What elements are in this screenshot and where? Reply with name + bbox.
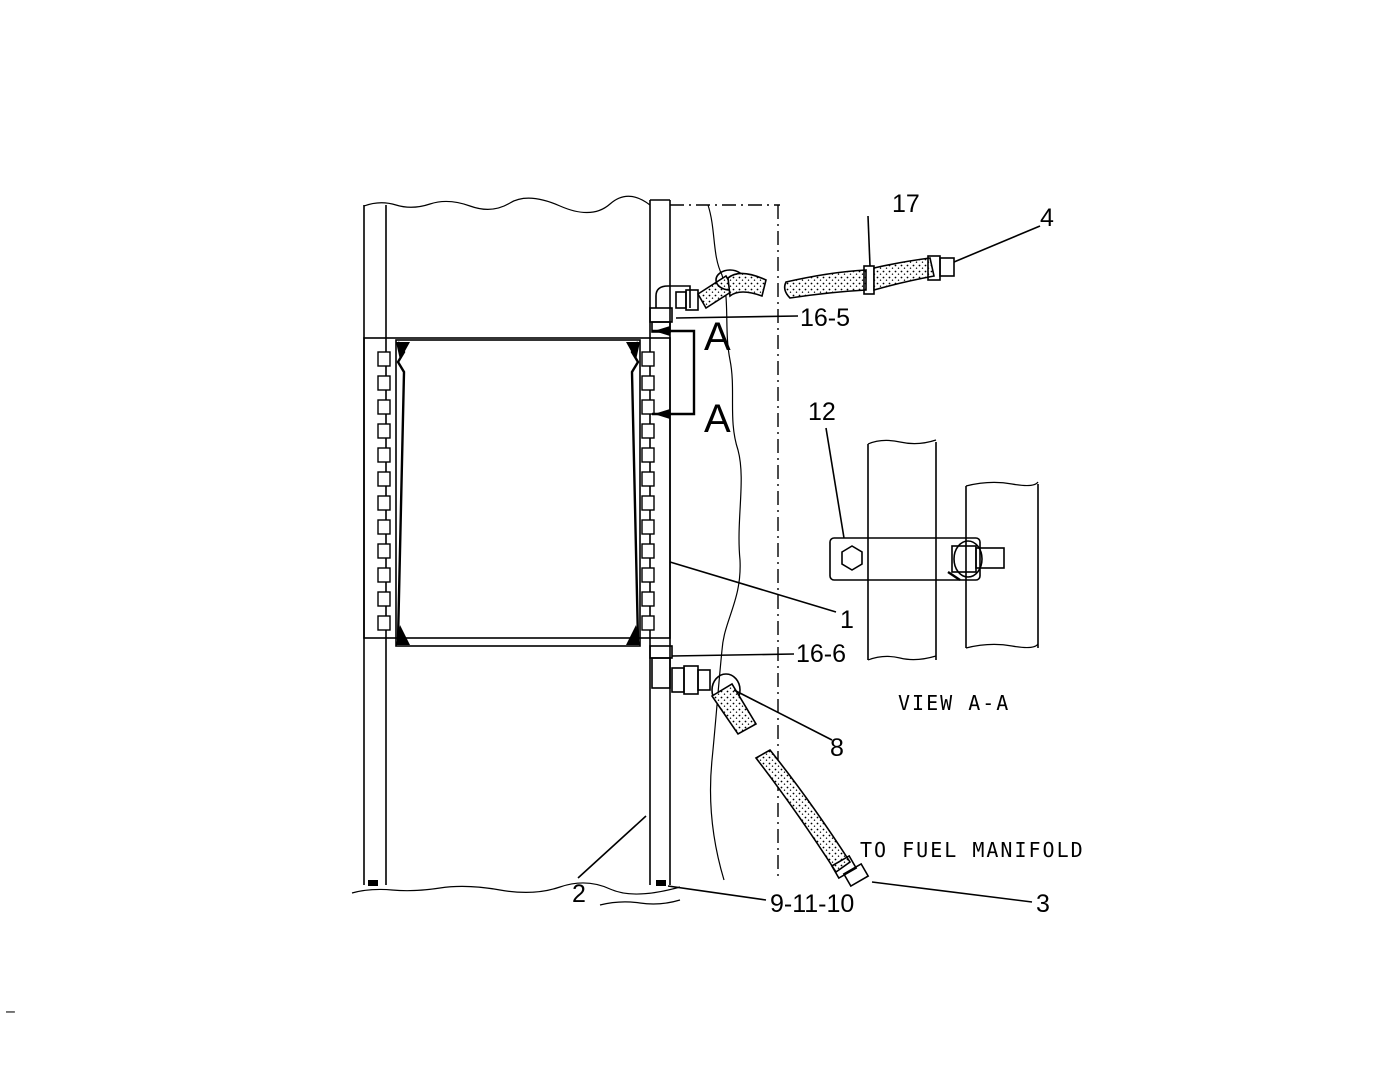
flange-bolt xyxy=(377,615,391,631)
lower-hose-assembly xyxy=(649,645,870,888)
flange-bolt xyxy=(377,351,391,367)
flange-bolt xyxy=(641,447,655,463)
corner-mark: – xyxy=(6,1003,15,1020)
fuel-manifold-note: TO FUEL MANIFOLD xyxy=(860,838,1085,862)
callout-1: 1 xyxy=(840,606,854,634)
callout-8: 8 xyxy=(830,734,844,762)
flange-bolt xyxy=(377,519,391,535)
callout-2: 2 xyxy=(572,880,586,908)
callout-9-11-10: 9-11-10 xyxy=(770,890,854,918)
callout-4: 4 xyxy=(1040,204,1054,232)
flange-bolt xyxy=(377,423,391,439)
view-a-a-label: VIEW A-A xyxy=(898,691,1010,715)
view-a-a-detail xyxy=(829,439,1039,661)
callout-16-6: 16-6 xyxy=(796,640,846,668)
flange-bolt xyxy=(377,495,391,511)
flange-bolt xyxy=(641,423,655,439)
callout-12: 12 xyxy=(808,398,836,426)
flange-bolt xyxy=(377,591,391,607)
flange-bolt xyxy=(377,543,391,559)
flange-bolt xyxy=(641,591,655,607)
section-marker-a-top: A xyxy=(704,315,731,359)
callout-17: 17 xyxy=(892,190,920,218)
section-marker-a-bottom: A xyxy=(704,397,731,441)
flange-bolt xyxy=(377,447,391,463)
flange-bolt xyxy=(641,615,655,631)
flange-bolt xyxy=(641,399,655,415)
callout-labels: 17 4 16-5 12 1 16-6 8 2 9-11-10 3 A A VI… xyxy=(6,190,1085,1020)
flange-bolt xyxy=(377,399,391,415)
callout-16-5: 16-5 xyxy=(800,304,850,332)
callout-3: 3 xyxy=(1036,890,1050,918)
flange-bolt xyxy=(641,567,655,583)
filter-assembly xyxy=(363,337,671,647)
section-a-marker xyxy=(652,326,696,419)
flange-bolt xyxy=(641,495,655,511)
flange-bolt xyxy=(641,351,655,367)
flange-bolt xyxy=(641,471,655,487)
flange-bolt xyxy=(377,471,391,487)
flange-bolt xyxy=(377,567,391,583)
leader-lines xyxy=(577,215,1041,903)
flange-bolt xyxy=(377,375,391,391)
flange-bolt xyxy=(641,519,655,535)
flange-bolt xyxy=(641,375,655,391)
flange-bolt xyxy=(641,543,655,559)
